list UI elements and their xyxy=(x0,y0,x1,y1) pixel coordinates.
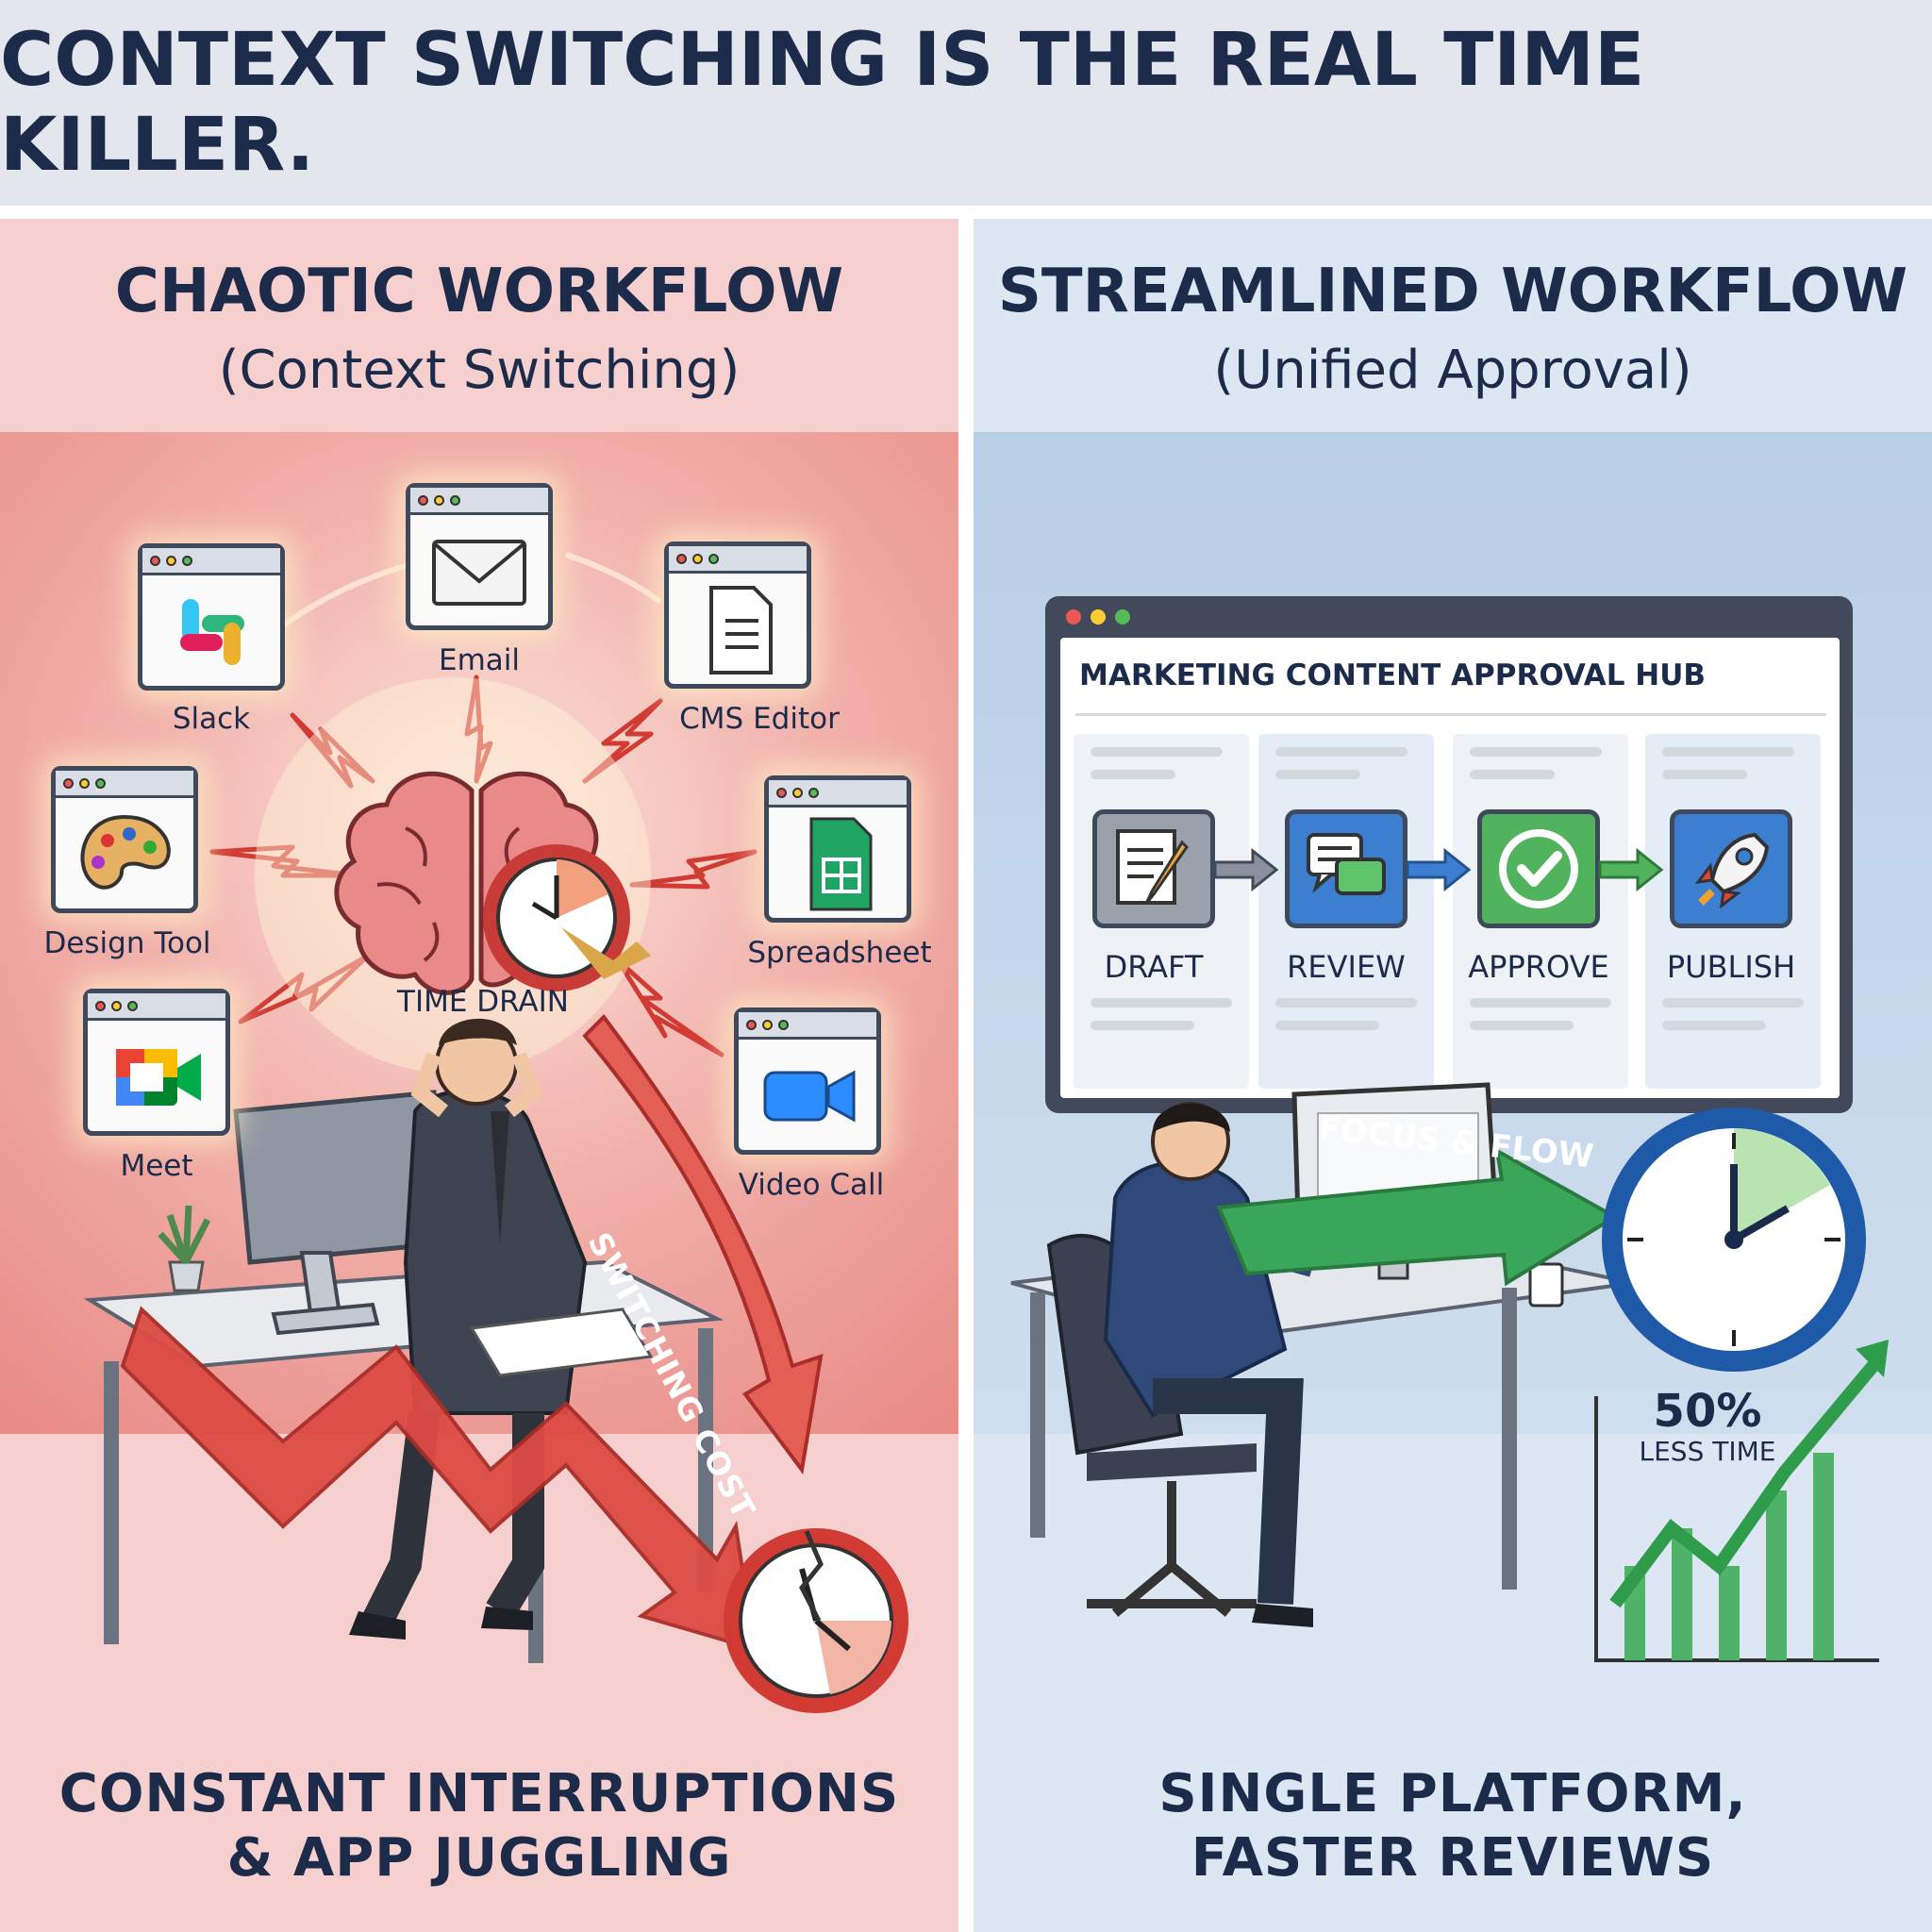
chaotic-footer-line1: CONSTANT INTERRUPTIONS xyxy=(58,1763,900,1824)
window-controls xyxy=(1066,609,1130,625)
lightning-bolt-icon xyxy=(464,675,493,784)
video-camera-icon xyxy=(763,1070,856,1123)
panel-divider xyxy=(958,219,974,1932)
streamlined-footer-line2: FASTER REVIEWS xyxy=(1191,1827,1715,1889)
hub-divider xyxy=(1075,713,1826,716)
streamlined-heading: STREAMLINED WORKFLOW xyxy=(997,257,1908,326)
stage-label-publish: PUBLISH xyxy=(1666,949,1796,985)
chaotic-heading-block: CHAOTIC WORKFLOW (Context Switching) xyxy=(0,257,958,401)
focus-illustration xyxy=(1010,1082,1889,1662)
stage-flow-arrows xyxy=(1213,847,1664,892)
video-call-label: Video Call xyxy=(738,1168,885,1202)
stage-label-approve: APPROVE xyxy=(1468,949,1609,985)
focus-flow-arrow xyxy=(1216,1147,1619,1287)
trend-chart xyxy=(1594,1340,1889,1662)
streamlined-footer-line1: SINGLE PLATFORM, xyxy=(1158,1763,1747,1824)
chaotic-footer-line2: & APP JUGGLING xyxy=(226,1827,732,1889)
papers xyxy=(469,1307,654,1377)
slack-window[interactable] xyxy=(138,543,285,691)
spreadsheet-icon xyxy=(809,817,873,911)
check-icon xyxy=(1499,829,1578,908)
clock-icon xyxy=(1602,1108,1866,1372)
meet-window[interactable] xyxy=(83,989,230,1136)
chaos-illustration xyxy=(83,550,908,1713)
meet-label: Meet xyxy=(120,1149,193,1183)
email-icon xyxy=(432,540,526,606)
email-window[interactable] xyxy=(406,483,553,630)
plant-icon xyxy=(158,1205,211,1292)
streamlined-heading-block: STREAMLINED WORKFLOW (Unified Approval) xyxy=(974,257,1932,401)
broken-clock-icon xyxy=(724,1528,908,1713)
switching-cost-arrow xyxy=(582,1013,824,1474)
design-tool-label: Design Tool xyxy=(43,926,211,960)
publish-stage-button[interactable] xyxy=(1670,809,1792,928)
chaotic-footer: CONSTANT INTERRUPTIONS & APP JUGGLING xyxy=(0,1762,958,1890)
main-title: CONTEXT SWITCHING IS THE REAL TIME KILLE… xyxy=(0,18,1645,188)
stat-value: 50% xyxy=(1653,1385,1762,1438)
clock-icon xyxy=(483,844,651,991)
slack-icon xyxy=(180,599,244,665)
zigzag-decline-arrow xyxy=(120,1306,758,1652)
pencil-icon xyxy=(1116,829,1189,905)
rocket-icon xyxy=(1694,832,1770,909)
document-icon xyxy=(709,586,773,675)
lightning-bolt-icon xyxy=(615,958,724,1058)
design-tool-window[interactable] xyxy=(51,766,198,913)
lightning-bolt-icon xyxy=(582,698,663,784)
email-label: Email xyxy=(438,643,520,677)
video-call-window[interactable] xyxy=(734,1008,881,1155)
lightning-bolt-icon xyxy=(290,712,375,789)
chaotic-heading: CHAOTIC WORKFLOW xyxy=(114,257,844,326)
meet-icon xyxy=(116,1049,201,1106)
cms-editor-label: CMS Editor xyxy=(679,702,840,736)
spreadsheet-label: Spreadsheet xyxy=(747,936,932,970)
approval-hub-title: MARKETING CONTENT APPROVAL HUB xyxy=(1079,658,1707,692)
time-saving-stat: 50% LESS TIME xyxy=(1604,1387,1811,1467)
stage-label-draft: DRAFT xyxy=(1104,949,1204,985)
palette-icon xyxy=(80,814,171,890)
review-stage-button[interactable] xyxy=(1285,809,1407,928)
spreadsheet-window[interactable] xyxy=(764,775,911,923)
streamlined-subheading: (Unified Approval) xyxy=(1213,340,1692,401)
title-banner xyxy=(0,0,1932,206)
lightning-bolt-icon xyxy=(629,849,758,890)
time-drain-label: TIME DRAIN xyxy=(397,985,569,1019)
stat-label: LESS TIME xyxy=(1639,1436,1776,1467)
draft-stage-button[interactable] xyxy=(1092,809,1215,928)
stage-label-review: REVIEW xyxy=(1287,949,1406,985)
cms-editor-window[interactable] xyxy=(664,541,811,689)
slack-label: Slack xyxy=(172,702,251,736)
chat-icon xyxy=(1307,833,1386,895)
approve-stage-button[interactable] xyxy=(1477,809,1600,928)
streamlined-footer: SINGLE PLATFORM, FASTER REVIEWS xyxy=(974,1762,1932,1890)
chaotic-subheading: (Context Switching) xyxy=(218,340,741,401)
